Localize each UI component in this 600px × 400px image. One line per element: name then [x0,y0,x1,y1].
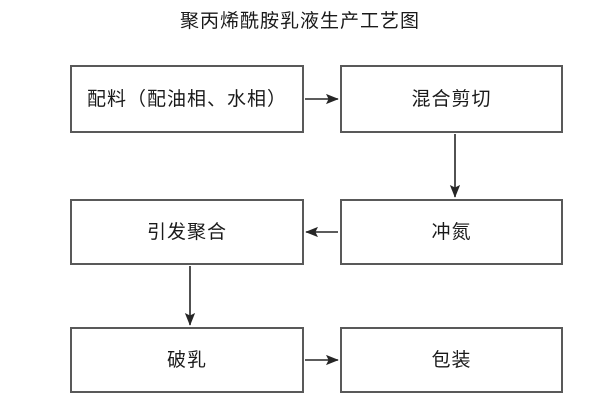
flow-node-label: 破乳 [166,349,207,371]
flow-node-label: 包装 [431,349,472,371]
flow-node-ingredients[interactable]: 配料（配油相、水相） [70,65,304,133]
flow-node-packaging[interactable]: 包装 [340,327,563,393]
flow-node-mixshear[interactable]: 混合剪切 [340,65,563,133]
flow-node-label: 混合剪切 [411,88,492,110]
page-title: 聚丙烯酰胺乳液生产工艺图 [179,10,420,32]
flow-node-label: 引发聚合 [146,221,227,243]
flow-node-label: 配料（配油相、水相） [86,88,287,110]
flow-node-label: 冲氮 [431,221,472,243]
flow-node-nitrogen[interactable]: 冲氮 [340,199,563,265]
flow-node-initpoly[interactable]: 引发聚合 [70,199,304,265]
flow-node-demulsify[interactable]: 破乳 [70,327,304,393]
